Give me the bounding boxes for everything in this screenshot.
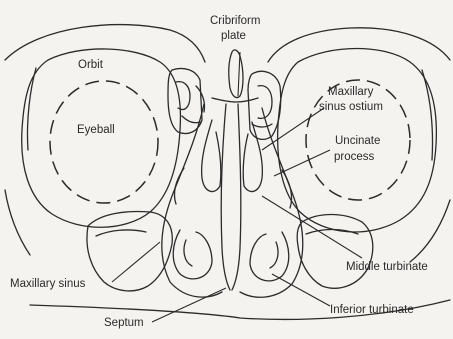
- middle-turbinate-label: Middle turbinate: [346, 261, 428, 273]
- left-eyeball: [50, 81, 158, 203]
- septum-pointer: [152, 288, 226, 322]
- cribriform-label-line2: plate: [221, 30, 246, 42]
- uncinate-label-line1: Uncinate: [335, 135, 380, 147]
- label-pointers: [112, 52, 362, 322]
- middle-turbinate: [202, 120, 263, 192]
- inferior-turbinate-pointer: [272, 274, 330, 306]
- eyeball-label: Eyeball: [77, 124, 115, 136]
- face-outline: [5, 25, 450, 320]
- uncinate-pointer: [274, 150, 330, 176]
- cribriform-pointer: [238, 52, 240, 96]
- right-maxillary-sinus: [297, 215, 373, 289]
- right-ethmoid-cells: [248, 71, 281, 139]
- uncinate-label-line2: process: [334, 151, 375, 163]
- maxillary-ostium-label-line1: Maxillary: [328, 86, 374, 98]
- inferior-turbinate: [173, 230, 289, 281]
- orbit-label: Orbit: [78, 59, 104, 71]
- middle-turbinate-pointer: [262, 196, 362, 258]
- nasal-septum: [221, 104, 241, 290]
- maxillary-ostium-label-line2: sinus ostium: [319, 101, 383, 113]
- septum-label: Septum: [104, 317, 144, 329]
- inferior-turbinate-label: Inferior turbinate: [330, 304, 414, 316]
- left-orbit: [22, 49, 181, 227]
- maxillary-sinus-label: Maxillary sinus: [10, 278, 86, 290]
- ostium-pointer: [262, 108, 324, 150]
- cribriform-label-line1: Cribriform: [210, 15, 260, 27]
- maxillary-sinus-pointer: [112, 242, 160, 282]
- labels: Cribriform plate Orbit Eyeball Maxillary…: [10, 15, 428, 329]
